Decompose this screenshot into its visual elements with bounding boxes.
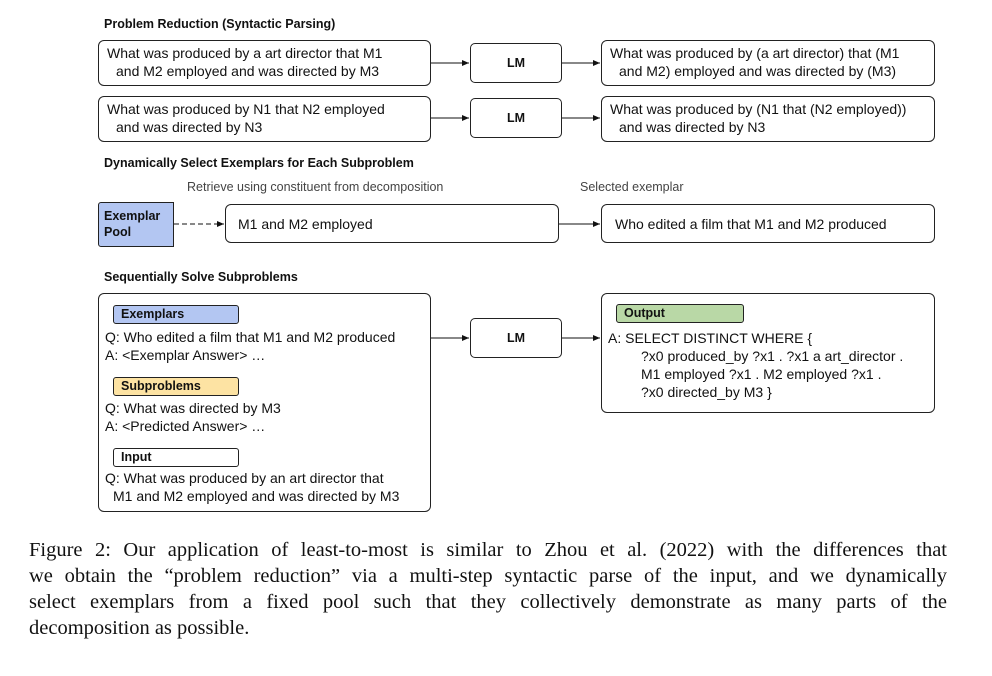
output-line-3: M1 employed ?x1 . M2 employed ?x1 . <box>641 366 882 382</box>
reduction-input-box-2: What was produced by N1 that N2 employed… <box>98 96 431 142</box>
caption-line-1: Figure 2: Our application of least-to-mo… <box>29 539 947 561</box>
exemplar-pool-label-1: Exemplar <box>104 209 161 223</box>
reduction-input-2-line-1: What was produced by N1 that N2 employed <box>107 101 385 117</box>
input-tag: Input <box>113 448 239 467</box>
figure-caption: Figure 2: Our application of least-to-mo… <box>29 537 947 641</box>
reduction-output-2-line-1: What was produced by (N1 that (N2 employ… <box>610 101 907 117</box>
reduction-output-1-line-1: What was produced by (a art director) th… <box>610 45 900 61</box>
prompt-box: Exemplars Q: Who edited a film that M1 a… <box>98 293 431 512</box>
lm-box-1: LM <box>470 43 562 83</box>
section-title-solve-subproblems: Sequentially Solve Subproblems <box>104 270 298 284</box>
lm-box-2: LM <box>470 98 562 138</box>
input-question-line-1: Q: What was produced by an art director … <box>105 470 384 486</box>
reduction-output-2-line-2: and was directed by N3 <box>619 119 766 135</box>
reduction-input-box-1: What was produced by a art director that… <box>98 40 431 86</box>
reduction-input-1-line-1: What was produced by a art director that… <box>107 45 383 61</box>
exemplar-pool: Exemplar Pool <box>98 202 174 247</box>
selected-exemplar-note: Selected exemplar <box>580 180 684 194</box>
lm-box-3: LM <box>470 318 562 358</box>
retrieve-note: Retrieve using constituent from decompos… <box>187 180 444 194</box>
exemplar-question: Q: Who edited a film that M1 and M2 prod… <box>105 329 396 345</box>
subproblem-question: Q: What was directed by M3 <box>105 400 281 416</box>
output-line-2: ?x0 produced_by ?x1 . ?x1 a art_director… <box>641 348 904 364</box>
selected-exemplar-box: Who edited a film that M1 and M2 produce… <box>601 204 935 243</box>
constituent-box: M1 and M2 employed <box>225 204 559 243</box>
output-tag: Output <box>616 304 744 323</box>
reduction-output-box-2: What was produced by (N1 that (N2 employ… <box>601 96 935 142</box>
output-line-1: A: SELECT DISTINCT WHERE { <box>608 330 813 346</box>
exemplar-pool-label-2: Pool <box>104 225 132 239</box>
exemplars-tag: Exemplars <box>113 305 239 324</box>
reduction-output-1-line-2: and M2) employed and was directed by (M3… <box>619 63 897 79</box>
reduction-output-box-1: What was produced by (a art director) th… <box>601 40 935 86</box>
selected-exemplar-text: Who edited a film that M1 and M2 produce… <box>615 216 887 232</box>
reduction-input-1-line-2: and M2 employed and was directed by M3 <box>116 63 380 79</box>
input-question-line-2: M1 and M2 employed and was directed by M… <box>113 488 400 504</box>
exemplar-answer: A: <Exemplar Answer> … <box>105 347 266 363</box>
caption-line-2: we obtain the “problem reduction” via a … <box>29 565 947 587</box>
reduction-input-2-line-2: and was directed by N3 <box>116 119 263 135</box>
subproblems-tag: Subproblems <box>113 377 239 396</box>
section-title-problem-reduction: Problem Reduction (Syntactic Parsing) <box>104 17 336 31</box>
output-box: Output A: SELECT DISTINCT WHERE { ?x0 pr… <box>601 293 935 413</box>
caption-line-4: decomposition as possible. <box>29 617 250 639</box>
section-title-select-exemplars: Dynamically Select Exemplars for Each Su… <box>104 156 414 170</box>
caption-line-3: select exemplars from a fixed pool such … <box>29 591 947 613</box>
subproblem-answer: A: <Predicted Answer> … <box>105 418 266 434</box>
constituent-text: M1 and M2 employed <box>238 216 373 232</box>
output-line-4: ?x0 directed_by M3 } <box>641 384 772 400</box>
